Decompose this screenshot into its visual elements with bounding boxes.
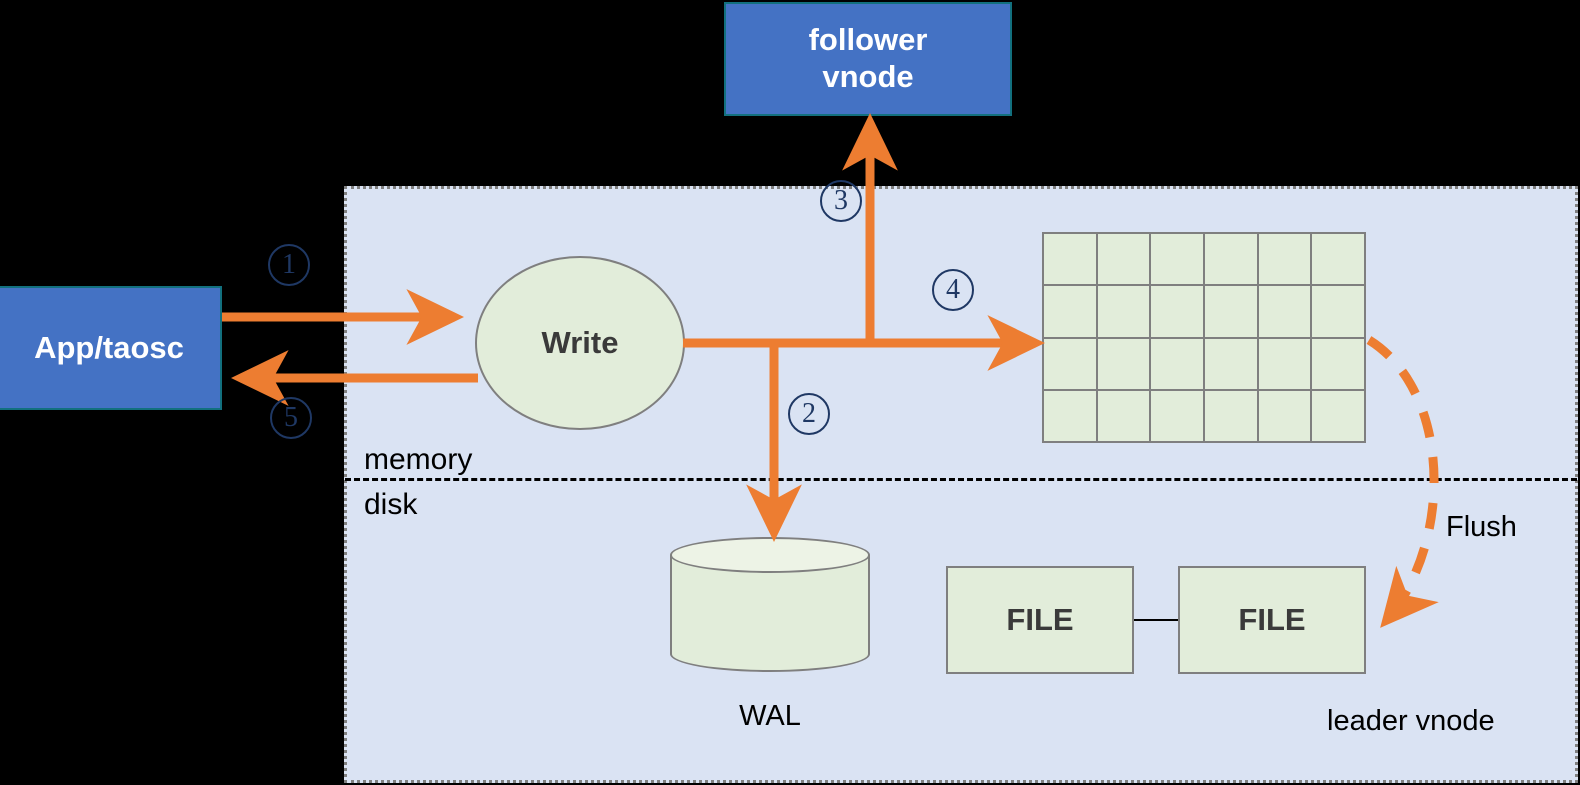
app-taosc-box[interactable]: App/taosc xyxy=(0,286,222,410)
step-number-3: 3 xyxy=(820,180,862,222)
memtable-cell xyxy=(1258,390,1311,441)
memory-label: memory xyxy=(364,443,473,476)
step-number-4: 4 xyxy=(932,269,974,311)
memtable-cell xyxy=(1044,390,1096,441)
memtable-cell xyxy=(1258,338,1311,389)
memtable-cell xyxy=(1151,390,1203,441)
memtable-cell xyxy=(1097,286,1150,337)
cylinder-top-ellipse xyxy=(670,537,870,573)
step-number-2: 2 xyxy=(788,393,830,435)
step-number-5: 5 xyxy=(270,397,312,439)
memtable-cell xyxy=(1151,338,1203,389)
memtable-cell xyxy=(1205,338,1257,389)
file-box-2-label: FILE xyxy=(1238,602,1306,637)
follower-vnode-label-line1: follower xyxy=(808,22,928,58)
memtable-cell xyxy=(1258,286,1311,337)
app-taosc-label: App/taosc xyxy=(34,329,184,365)
memtable-cell xyxy=(1312,286,1364,337)
flush-label: Flush xyxy=(1446,511,1517,543)
file-connector-line xyxy=(1134,619,1178,621)
memtable-cell xyxy=(1205,286,1257,337)
memtable-cell xyxy=(1312,234,1364,285)
memtable-cell xyxy=(1044,234,1096,285)
memtable-cell xyxy=(1312,338,1364,389)
wal-label: WAL xyxy=(739,700,801,732)
disk-label: disk xyxy=(364,488,418,521)
memory-disk-divider xyxy=(345,478,1577,481)
step-number-1: 1 xyxy=(268,244,310,286)
leader-vnode-label: leader vnode xyxy=(1327,705,1495,737)
memtable-cell xyxy=(1258,234,1311,285)
follower-vnode-box[interactable]: follower vnode xyxy=(724,2,1012,116)
write-label: Write xyxy=(541,325,619,360)
file-box-2[interactable]: FILE xyxy=(1178,566,1366,674)
memtable-cell xyxy=(1097,234,1150,285)
memtable-cell xyxy=(1097,338,1150,389)
memtable-cell xyxy=(1205,390,1257,441)
file-box-1[interactable]: FILE xyxy=(946,566,1134,674)
file-box-1-label: FILE xyxy=(1006,602,1074,637)
memtable-cell xyxy=(1097,390,1150,441)
memtable-cell xyxy=(1151,286,1203,337)
memtable-cell xyxy=(1205,234,1257,285)
memtable-grid xyxy=(1042,232,1366,443)
wal-cylinder xyxy=(670,537,870,672)
follower-vnode-label-line2: vnode xyxy=(822,59,914,94)
memtable-cell xyxy=(1044,338,1096,389)
memtable-cell xyxy=(1044,286,1096,337)
write-node[interactable]: Write xyxy=(475,256,685,430)
memtable-cell xyxy=(1151,234,1203,285)
memtable-cell xyxy=(1312,390,1364,441)
